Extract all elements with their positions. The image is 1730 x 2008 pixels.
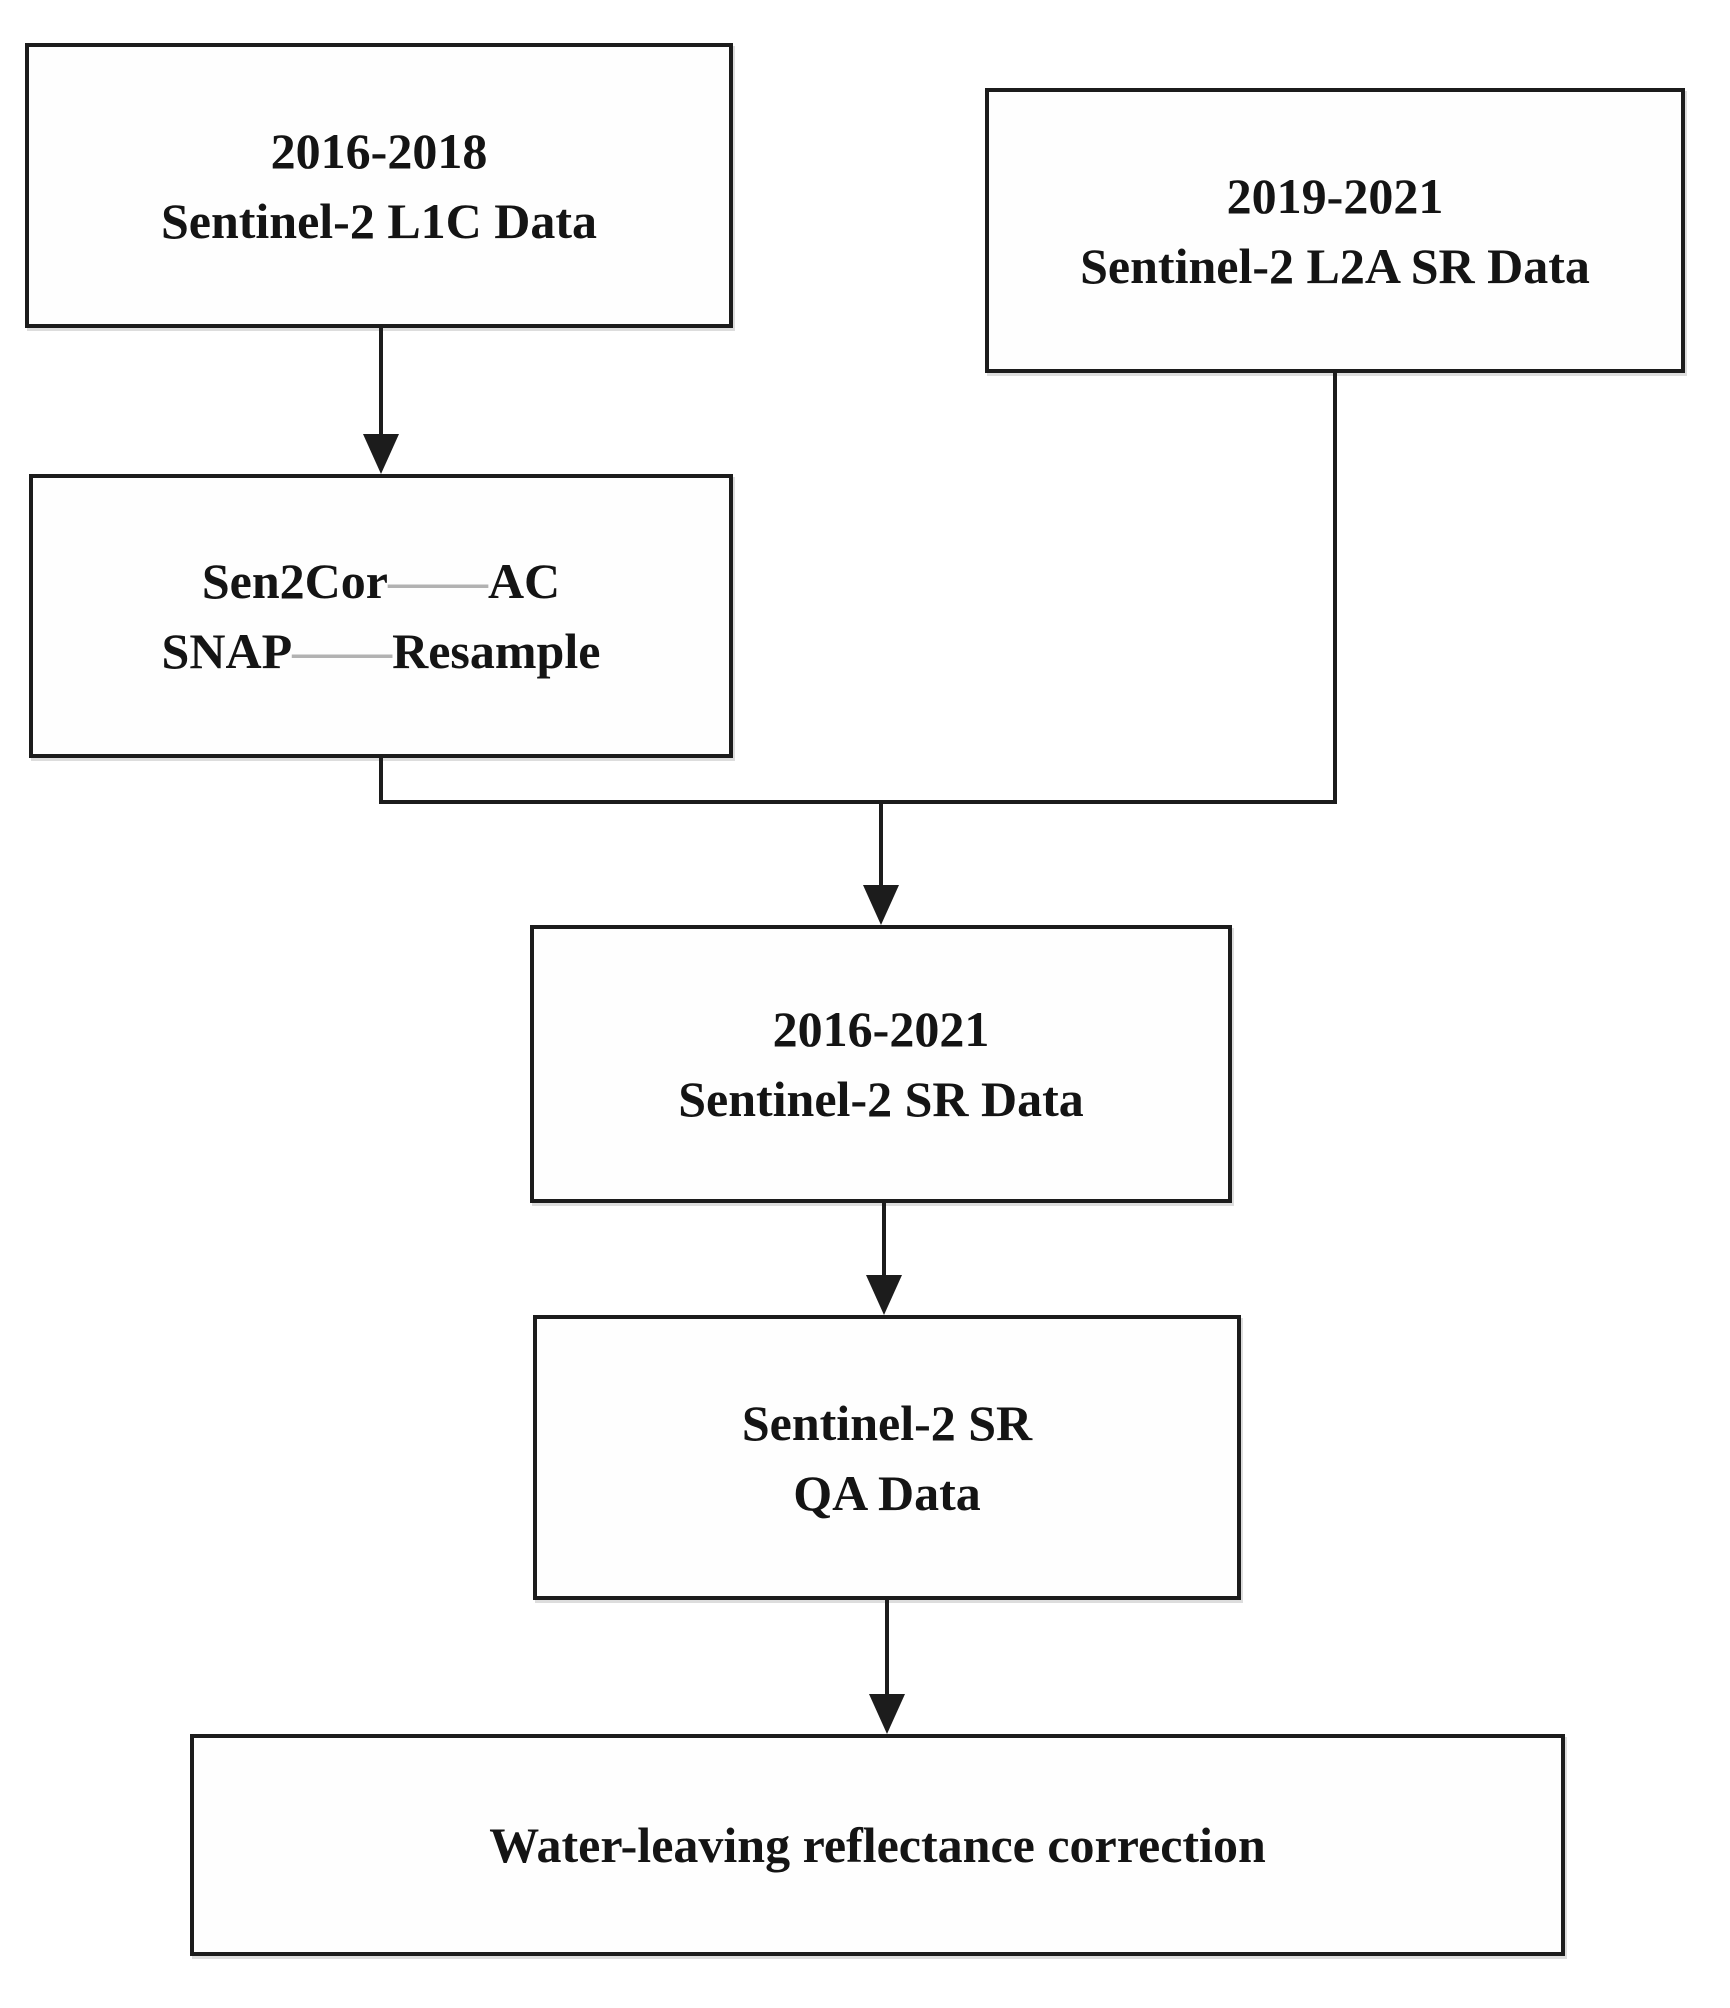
connector-qa-to-correction-line — [885, 1600, 889, 1698]
node-line: 2016-2021 — [772, 1001, 990, 1057]
node-line: Sentinel-2 SR Data — [678, 1071, 1084, 1127]
connector-sen2cor-drop-line — [379, 758, 383, 804]
node-line: Sentinel-2 L2A SR Data — [1080, 237, 1590, 294]
node-line: SNAP——Resample — [162, 616, 601, 686]
em-dash: —— — [292, 623, 393, 679]
connector-merge-horizontal-line — [379, 800, 1337, 804]
connector-l1c-to-sen2cor-line — [379, 328, 383, 438]
node-water-leaving-reflectance-correction: Water-leaving reflectance correction — [190, 1734, 1565, 1956]
arrowhead-down-icon — [869, 1694, 905, 1734]
node-sentinel2-sr-qa-data: Sentinel-2 SR QA Data — [533, 1315, 1241, 1600]
node-line: Water-leaving reflectance correction — [489, 1817, 1266, 1873]
node-line-text: Sen2Cor — [201, 553, 388, 609]
node-sentinel2-l1c-data: 2016-2018 Sentinel-2 L1C Data — [25, 43, 733, 328]
node-sentinel2-l2a-sr-data: 2019-2021 Sentinel-2 L2A SR Data — [985, 88, 1685, 373]
em-dash: —— — [387, 553, 488, 609]
node-sen2cor-snap-processing: Sen2Cor——AC SNAP——Resample — [29, 474, 733, 758]
node-sentinel2-sr-data: 2016-2021 Sentinel-2 SR Data — [530, 925, 1232, 1203]
node-line: Sentinel-2 L1C Data — [160, 192, 598, 249]
connector-l2a-drop-line — [1333, 373, 1337, 804]
arrowhead-down-icon — [866, 1275, 902, 1315]
node-line: 2019-2021 — [1226, 167, 1444, 224]
arrowhead-down-icon — [863, 885, 899, 925]
node-line: QA Data — [793, 1464, 981, 1521]
connector-sr-to-qa-line — [882, 1203, 886, 1279]
arrowhead-down-icon — [363, 434, 399, 474]
node-line: Sentinel-2 SR — [741, 1394, 1033, 1451]
connector-merge-to-sr-line — [879, 802, 883, 890]
node-line-text: SNAP — [161, 623, 293, 679]
node-line: 2016-2018 — [270, 122, 488, 179]
node-line-text: Resample — [392, 623, 601, 679]
node-line-text: AC — [487, 553, 561, 609]
node-line: Sen2Cor——AC — [202, 546, 560, 616]
